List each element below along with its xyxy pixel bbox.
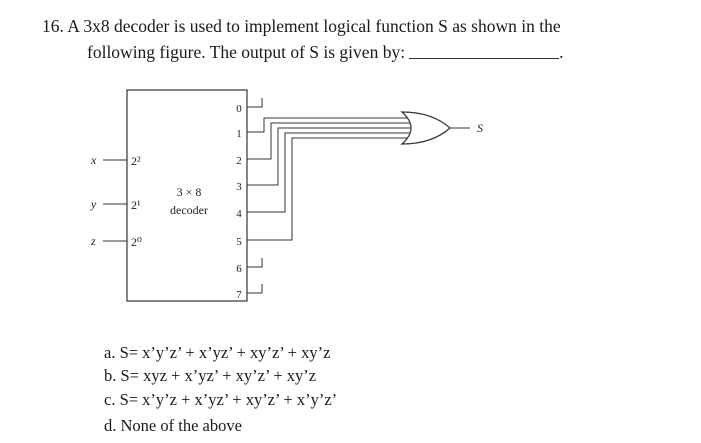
question-line-2: following figure. The output of S is giv… xyxy=(87,42,564,62)
wire-output-1 xyxy=(247,117,410,133)
input-var-z: z xyxy=(90,234,96,248)
option-d[interactable]: d. None of the above xyxy=(104,416,242,435)
or-gate xyxy=(400,111,451,145)
output-stub-0 xyxy=(247,98,263,108)
output-stub-7 xyxy=(247,284,263,294)
output-label-5: 5 xyxy=(236,236,242,248)
output-label-6: 6 xyxy=(236,263,242,275)
input-weight-z: 2⁰ xyxy=(131,235,142,249)
decoder-label-size: 3 × 8 xyxy=(177,185,202,199)
input-weight-x: 2² xyxy=(131,154,141,168)
decoder-box xyxy=(126,89,248,302)
or-output-label: S xyxy=(477,121,483,135)
output-label-4: 4 xyxy=(236,208,242,220)
wire-output-2 xyxy=(247,122,414,160)
output-label-2: 2 xyxy=(236,155,242,167)
option-a[interactable]: a. S= x’y’z’ + x’yz’ + xy’z’ + xy’z xyxy=(104,343,331,362)
option-c[interactable]: c. S= x’y’z + x’yz’ + xy’z’ + x’y’z’ xyxy=(104,390,338,409)
decoder-label-name: decoder xyxy=(170,203,208,217)
question-text: following figure. The output of S is giv… xyxy=(87,42,406,62)
input-weight-y: 2¹ xyxy=(131,198,141,212)
output-label-1: 1 xyxy=(236,128,242,140)
input-var-x: x xyxy=(90,153,97,167)
option-b[interactable]: b. S= xyz + x’yz’ + xy’z’ + xy’z xyxy=(104,366,317,385)
output-label-0: 0 xyxy=(236,103,242,115)
wire-output-3 xyxy=(247,127,416,186)
question-period: . xyxy=(559,42,564,62)
output-label-7: 7 xyxy=(236,289,242,301)
answer-blank xyxy=(409,57,560,59)
input-var-y: y xyxy=(90,197,97,211)
output-label-3: 3 xyxy=(236,181,242,193)
output-stub-6 xyxy=(247,258,263,268)
question-line-1: 16. A 3x8 decoder is used to implement l… xyxy=(42,16,561,36)
wire-output-4 xyxy=(247,132,416,213)
wire-output-5 xyxy=(247,137,413,241)
